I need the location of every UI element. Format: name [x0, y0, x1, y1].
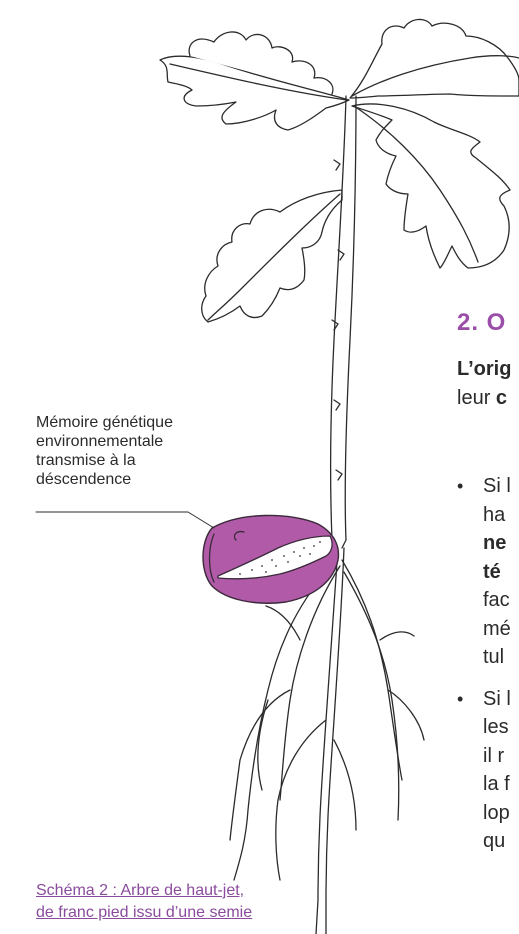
bullet-line: les	[483, 713, 511, 742]
bullet-line: tul	[483, 643, 511, 672]
bullet-line: il r	[483, 742, 511, 771]
annotation-line: Mémoire génétique	[36, 413, 226, 432]
leaf-upper-right	[350, 19, 519, 98]
section-intro: L’orig leur c	[457, 355, 511, 413]
bullet-line: la f	[483, 770, 511, 799]
bullet-item: Si l ha ne té fac mé tul	[457, 472, 511, 672]
bullet-list: Si l ha ne té fac mé tul Si l les il r l…	[457, 472, 511, 869]
bullet-line: ne	[483, 529, 511, 558]
bullet-line: ha	[483, 501, 511, 530]
bullet-line: té	[483, 558, 511, 587]
section-heading: 2. O	[457, 309, 506, 337]
annotation-line: environnementale	[36, 432, 226, 451]
figure-caption-link[interactable]: Schéma 2 : Arbre de haut-jet, de franc p…	[36, 880, 316, 924]
caption-line: Schéma 2 : Arbre de haut-jet,	[36, 880, 316, 902]
intro-line-2: leur c	[457, 384, 511, 413]
genetic-memory-annotation: Mémoire génétique environnementale trans…	[36, 413, 226, 489]
acorn-seed	[203, 515, 338, 603]
bullet-item: Si l les il r la f lop qu	[457, 685, 511, 856]
annotation-line: déscendence	[36, 470, 226, 489]
caption-line: de franc pied issu d’une semie	[36, 902, 316, 924]
bullet-line: mé	[483, 615, 511, 644]
bullet-line: fac	[483, 586, 511, 615]
roots	[230, 548, 424, 934]
bullet-line: Si l	[483, 685, 511, 714]
annotation-line: transmise à la	[36, 451, 226, 470]
bullet-line: lop	[483, 799, 511, 828]
bullet-line: qu	[483, 827, 511, 856]
leaf-middle-right	[352, 104, 510, 268]
intro-line-1: L’orig	[457, 355, 511, 384]
annotation-leader-line	[36, 512, 214, 528]
leaf-lower-left	[202, 190, 342, 322]
bullet-line: Si l	[483, 472, 511, 501]
